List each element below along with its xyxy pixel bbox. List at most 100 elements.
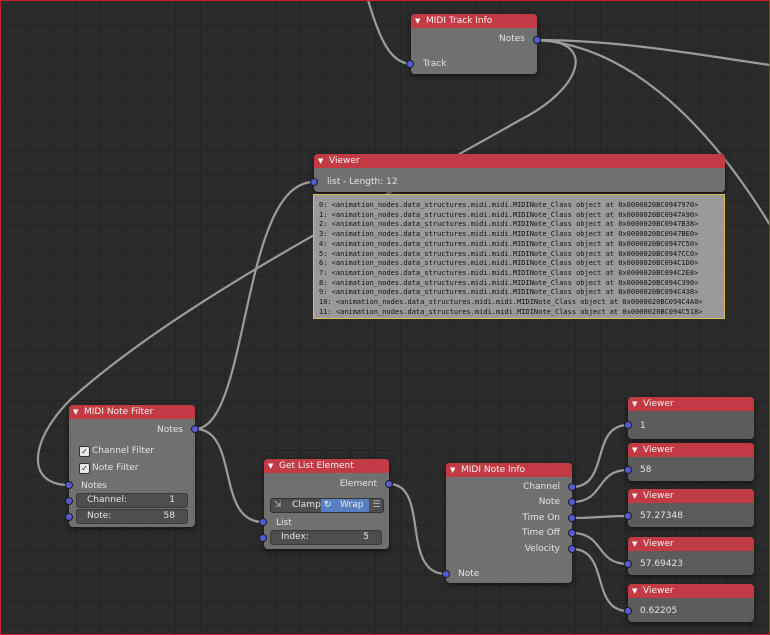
node-header[interactable]: ▼ Viewer <box>314 154 725 168</box>
list-row: 9: <animation_nodes.data_structures.midi… <box>319 288 699 297</box>
viewer-value: 57.69423 <box>640 559 683 569</box>
input-list-label: List <box>276 518 292 528</box>
viewer-node-velocity[interactable]: ▼Viewer 0.62205 <box>628 584 754 622</box>
node-header[interactable]: ▼MIDI Track Info <box>411 14 537 28</box>
collapse-triangle-icon[interactable]: ▼ <box>632 492 638 500</box>
wrap-label: Wrap <box>340 500 364 510</box>
get-list-element-node[interactable]: ▼Get List Element Element ⇲ Clamp ↻ Wrap… <box>264 459 389 549</box>
note-filter-label: Note Filter <box>92 463 139 473</box>
node-header[interactable]: ▼ Get List Element <box>264 459 389 473</box>
wrap-icon: ↻ <box>324 500 332 510</box>
output-velocity-label: Velocity <box>524 544 560 554</box>
node-header[interactable]: ▼ Viewer <box>628 489 754 503</box>
node-title: Get List Element <box>279 461 354 471</box>
collapse-triangle-icon[interactable]: ▼ <box>415 17 421 25</box>
link-velocity-to-viewer5 <box>570 547 630 613</box>
viewer-node-channel[interactable]: ▼Viewer 1 <box>628 397 754 439</box>
node-header[interactable]: ▼Viewer <box>628 537 754 551</box>
node-header[interactable]: ▼ MIDI Note Info <box>446 463 572 477</box>
link-notes-to-right-curve <box>535 38 770 227</box>
viewer-node-main[interactable]: ▼ Viewer list - Length: 12 <box>314 154 725 192</box>
output-channel-label: Channel <box>523 482 560 492</box>
link-element-to-note <box>387 482 448 576</box>
socket-info-time-on-out[interactable] <box>568 514 576 522</box>
node-title: MIDI Note Filter <box>84 407 154 417</box>
output-notes-label: Notes <box>157 425 183 435</box>
socket-info-channel-out[interactable] <box>568 483 576 491</box>
collapse-triangle-icon[interactable]: ▼ <box>450 466 456 474</box>
midi-track-info-node[interactable]: ▼MIDI Track Info Notes Track <box>411 14 537 74</box>
wrap-option[interactable]: ↻ Wrap <box>321 499 369 512</box>
link-timeon-to-viewer3 <box>570 514 630 520</box>
socket-viewer-note-in[interactable] <box>624 466 632 474</box>
collapse-triangle-icon[interactable]: ▼ <box>632 446 638 454</box>
socket-list-in[interactable] <box>259 518 267 526</box>
note-filter-checkbox[interactable]: ✓ <box>79 463 90 474</box>
socket-viewer-channel-in[interactable] <box>624 421 632 429</box>
node-header[interactable]: ▼ Viewer <box>628 443 754 457</box>
viewer-value: 57.27348 <box>640 511 683 521</box>
link-filter-to-viewer <box>193 180 316 431</box>
clamp-option[interactable]: ⇲ Clamp <box>271 499 321 512</box>
socket-filter-notes-in[interactable] <box>65 481 73 489</box>
collapse-triangle-icon[interactable]: ▼ <box>318 157 324 165</box>
socket-filter-channel-in[interactable] <box>65 497 73 505</box>
link-note-to-viewer2 <box>570 468 630 504</box>
list-row: 7: <animation_nodes.data_structures.midi… <box>319 268 699 277</box>
node-title: Viewer <box>643 445 674 455</box>
node-title: Viewer <box>643 491 674 501</box>
socket-track-notes-out[interactable] <box>533 36 541 44</box>
socket-info-velocity-out[interactable] <box>568 545 576 553</box>
viewer-summary: list - Length: 12 <box>327 177 398 187</box>
link-filter-to-list <box>193 427 265 524</box>
socket-info-note-in[interactable] <box>442 570 450 578</box>
socket-filter-note-in[interactable] <box>65 513 73 521</box>
node-header[interactable]: ▼Viewer <box>628 584 754 598</box>
socket-filter-notes-out[interactable] <box>191 425 199 433</box>
viewer-value: 58 <box>640 465 652 475</box>
viewer-node-note[interactable]: ▼ Viewer 58 <box>628 443 754 481</box>
output-time-off-label: Time Off <box>521 528 560 538</box>
viewer-value: 1 <box>640 421 646 431</box>
link-channel-to-viewer1 <box>570 423 630 489</box>
output-notes-label: Notes <box>499 34 525 44</box>
note-field[interactable]: Note: 58 <box>76 509 188 524</box>
socket-viewer-velocity-in[interactable] <box>624 607 632 615</box>
node-title: Viewer <box>329 156 360 166</box>
viewer-node-time-on[interactable]: ▼ Viewer 57.27348 <box>628 489 754 527</box>
note-field-value: 58 <box>163 511 175 521</box>
socket-viewer-time-on-in[interactable] <box>624 512 632 520</box>
socket-index-in[interactable] <box>259 534 267 542</box>
node-title: MIDI Note Info <box>461 465 526 475</box>
node-header[interactable]: ▼Viewer <box>628 397 754 411</box>
socket-track-in[interactable] <box>406 60 414 68</box>
socket-info-note-out[interactable] <box>568 498 576 506</box>
collapse-triangle-icon[interactable]: ▼ <box>632 400 638 408</box>
list-row: 8: <animation_nodes.data_structures.midi… <box>319 278 699 287</box>
channel-filter-checkbox[interactable]: ✓ <box>79 446 90 457</box>
list-settings-icon[interactable]: ☰ <box>370 499 383 512</box>
socket-list-element-out[interactable] <box>385 480 393 488</box>
collapse-triangle-icon[interactable]: ▼ <box>632 540 638 548</box>
list-row: 2: <animation_nodes.data_structures.midi… <box>319 220 699 229</box>
viewer-list-output: 0: <animation_nodes.data_structures.midi… <box>313 194 725 319</box>
midi-note-filter-node[interactable]: ▼MIDI Note Filter Notes ✓ Channel Filter… <box>69 405 195 527</box>
index-field[interactable]: Index: 5 <box>270 530 382 545</box>
collapse-triangle-icon[interactable]: ▼ <box>73 408 79 416</box>
viewer-node-time-off[interactable]: ▼Viewer 57.69423 <box>628 537 754 575</box>
socket-viewer-time-off-in[interactable] <box>624 560 632 568</box>
link-top-left-to-track <box>366 0 412 66</box>
list-row: 5: <animation_nodes.data_structures.midi… <box>319 249 699 258</box>
node-header[interactable]: ▼ MIDI Note Filter <box>69 405 195 419</box>
midi-note-info-node[interactable]: ▼MIDI Note Info Channel Note Time On Tim… <box>446 463 572 583</box>
input-notes-label: Notes <box>81 481 107 491</box>
channel-field-value: 1 <box>169 495 175 505</box>
clamp-wrap-toggle[interactable]: ⇲ Clamp ↻ Wrap ☰ <box>270 498 384 513</box>
collapse-triangle-icon[interactable]: ▼ <box>268 462 274 470</box>
index-field-value: 5 <box>363 532 369 542</box>
socket-info-time-off-out[interactable] <box>568 529 576 537</box>
list-row: 3: <animation_nodes.data_structures.midi… <box>319 230 699 239</box>
channel-field[interactable]: Channel: 1 <box>76 493 188 508</box>
collapse-triangle-icon[interactable]: ▼ <box>632 587 638 595</box>
socket-viewer-main-in[interactable] <box>310 178 318 186</box>
